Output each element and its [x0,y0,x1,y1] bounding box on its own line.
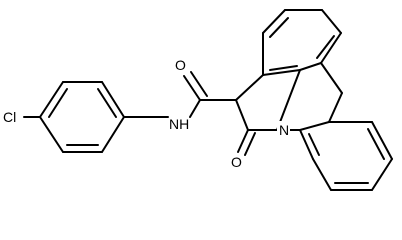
bond [101,81,125,118]
bond [101,116,125,153]
bond [312,158,332,191]
bond [39,81,64,118]
bond-double-inner [244,132,256,156]
bonds [23,9,393,191]
bond-double-inner [367,128,385,160]
bond [321,9,342,34]
bond [320,62,343,94]
lactam-oxygen-label: O [231,154,242,170]
bond [371,121,393,160]
bond [39,116,64,153]
bond [237,129,249,153]
bond [189,99,201,118]
bond [276,69,301,131]
bond [299,62,322,71]
amide-nitrogen-label: NH [169,116,189,132]
bond [299,121,330,131]
bond [371,158,393,191]
bond [262,69,301,76]
bond-double-inner [269,17,289,38]
bond-double-inner [48,88,68,118]
bond [235,74,264,101]
chlorine-atom-label: Cl [3,109,16,125]
bond [328,92,343,123]
bond-double-inner [269,65,298,71]
amide-oxygen-label: O [175,57,186,73]
bond [299,129,314,160]
bond-double-inner [97,88,117,118]
bond-double-inner [190,71,208,97]
bond [320,32,342,64]
ring-nitrogen-label: N [279,122,289,138]
bond-double-inner [316,35,335,59]
molecule-diagram: Cl NH O O N [3,9,393,191]
atom-labels: Cl NH O O N [3,57,290,170]
bond [235,99,249,131]
bond-double-inner [308,133,320,156]
bond [262,9,286,34]
bond [183,75,201,101]
ring-nitrogen-backdrop [277,121,290,138]
